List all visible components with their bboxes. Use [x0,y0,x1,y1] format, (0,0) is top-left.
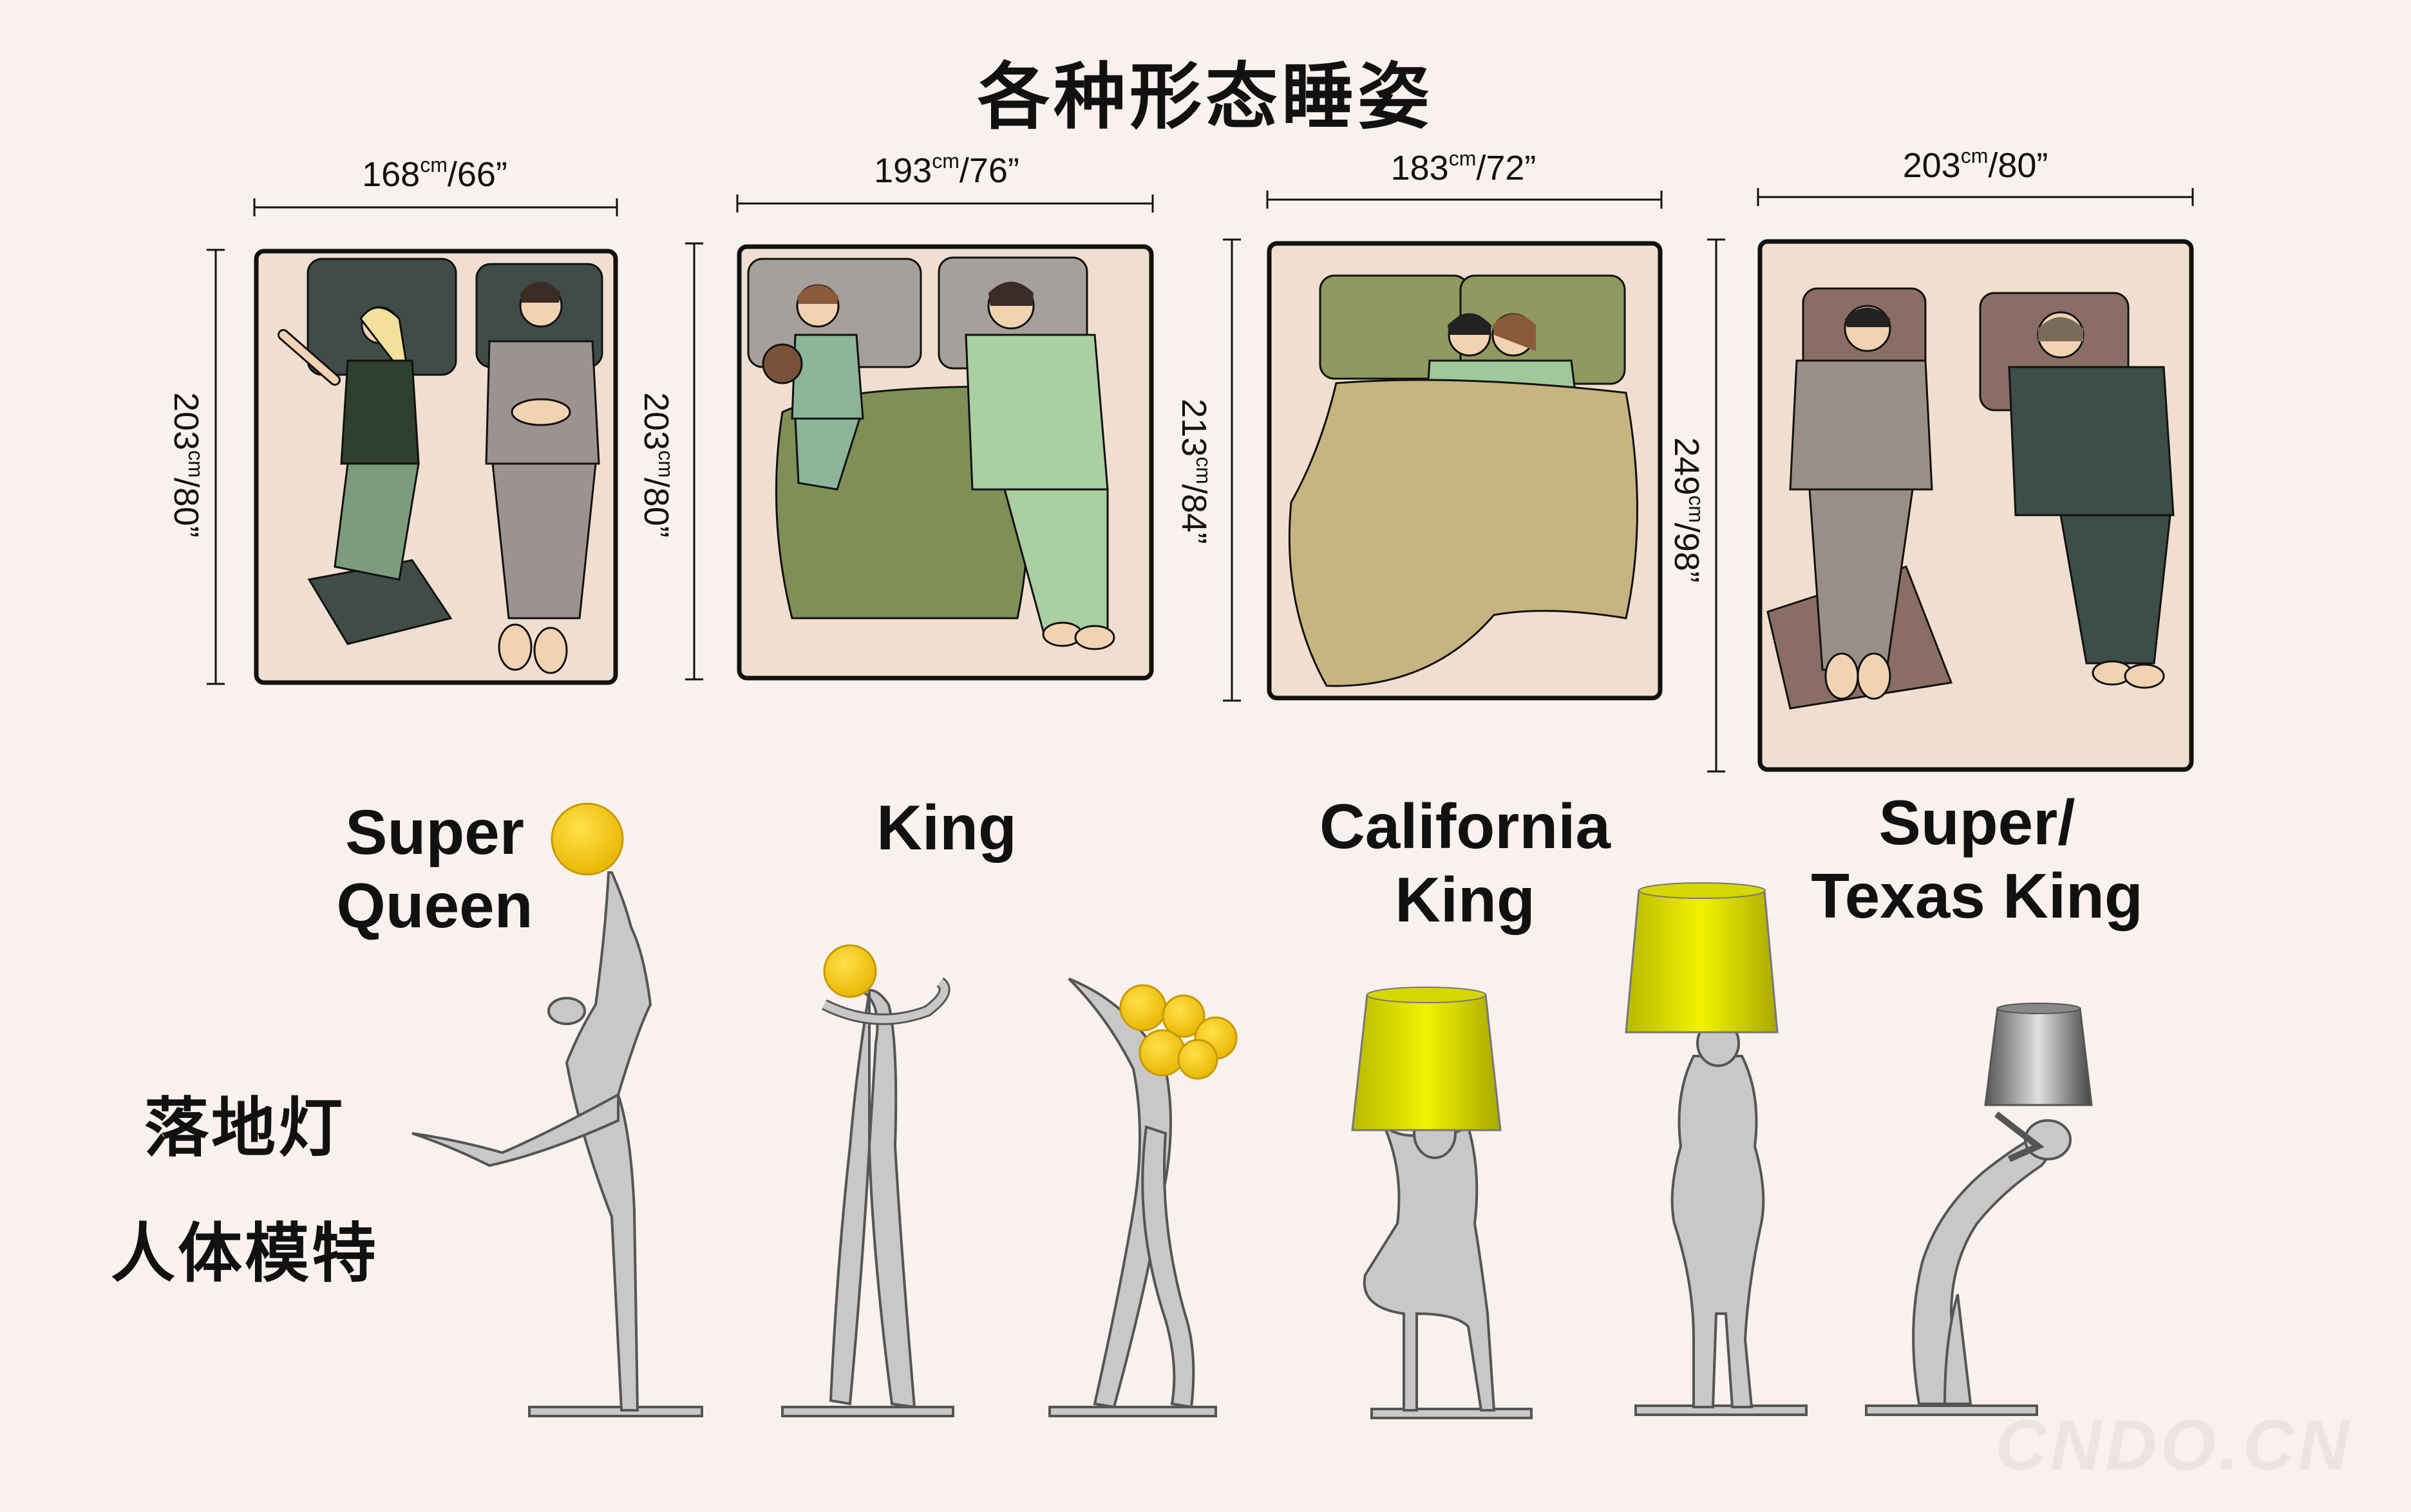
watermark: CNDO.CN [1995,1406,2353,1485]
bed-4-width-label: 203cm/80” [1902,144,2048,185]
lamp-ball-cluster [1119,984,1238,1080]
bed-2-width-label: 193cm/76” [874,149,1019,190]
bed-label-texas-king: Super/Texas King [1811,787,2143,931]
lamp-figure-dancer [411,802,703,1417]
lamp-shade-yellow [1625,889,1779,1034]
lamp-figures [411,802,2093,1419]
bed-super-queen [254,249,618,685]
lamp-ball [551,802,624,876]
lamp-figure-ball-cluster [1048,978,1238,1417]
lamp-figure-ball-holder [781,944,954,1417]
lamp-shade-gray [1984,1007,2093,1106]
bed-king [737,244,1154,681]
bed-california-king [1267,241,1663,701]
dimension-lines [207,188,2194,773]
lamp-shade-yellow [1351,994,1502,1131]
bed-texas-king [1757,239,2194,772]
lamp-figure-seated [1351,987,1533,1419]
side-label-floor-lamp: 落地灯 [144,1090,345,1166]
bed-3-width-label: 183cm/72” [1390,147,1536,187]
lamp-figure-standing [1625,882,1808,1416]
page-title: 各种形态睡姿 [978,55,1433,139]
lamp-ball [823,944,877,998]
bed-label-king: King [876,792,1017,863]
lamp-figure-bending [1865,1003,2093,1416]
bed-1-width-label: 168cm/66” [362,153,507,194]
side-label-mannequin: 人体模特 [111,1216,379,1291]
